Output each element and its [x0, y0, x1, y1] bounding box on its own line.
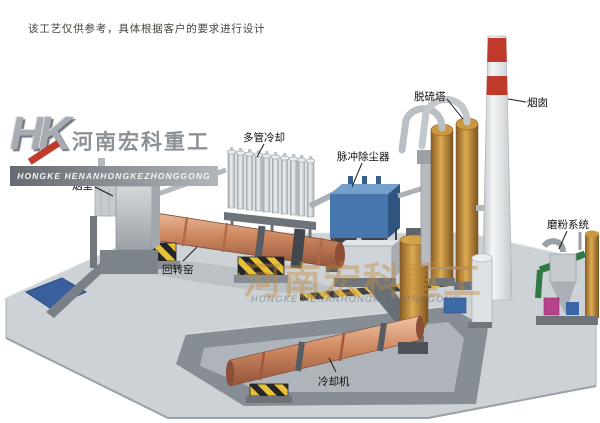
- leader-cooling-machine: [328, 357, 337, 373]
- logo-monogram: HK: [10, 107, 71, 159]
- grinding-tan-column: [585, 234, 599, 318]
- label-pulse-dust-collector: 脉冲除尘器: [337, 151, 390, 163]
- cooling-machine-unit: [226, 315, 428, 403]
- leader-pulse-dust-collector: [351, 162, 363, 188]
- leader-chimney: [507, 98, 527, 103]
- leader-desulfurization-tower: [446, 98, 464, 120]
- label-grinding-system: 磨粉系统: [547, 219, 589, 231]
- kiln-girth-gear: [290, 228, 306, 269]
- leader-multi-tube-cooler: [256, 143, 265, 158]
- label-cooling-machine: 冷却机: [318, 376, 350, 388]
- cooler-tube: [296, 154, 307, 217]
- id-fan-unit: [443, 297, 467, 314]
- cooler-tube: [288, 153, 299, 216]
- cooler-tube: [253, 149, 264, 212]
- cooler-tube: [279, 152, 290, 215]
- cooler-tube: [270, 151, 281, 214]
- grinding-cyclone: [549, 253, 577, 283]
- chimney-stack: [481, 35, 513, 301]
- grinding-magenta-unit: [543, 297, 560, 316]
- kiln-support-pier: [237, 256, 285, 276]
- access-ladder: [90, 216, 97, 268]
- cooler-tube: [226, 146, 237, 209]
- cooler-tube: [235, 147, 246, 210]
- company-logo: HK 河南宏科重工 HONGKE HENANHONGKEZHONGGONG: [10, 110, 220, 192]
- grinding-blue-motor: [566, 302, 579, 315]
- cooler-drive-base: [398, 342, 428, 354]
- smoke-chamber-box: [115, 185, 153, 251]
- disclaimer-text: 该工艺仅供参考，具体根据客户的要求进行设计: [28, 23, 266, 35]
- logo-company-name-en: HONGKE HENANHONGKEZHONGGONG: [10, 166, 218, 186]
- grinding-green-duct: [535, 269, 543, 299]
- auxiliary-silo: [468, 253, 493, 328]
- label-desulfurization-tower: 脱硫塔: [414, 91, 446, 103]
- leader-smoke-chamber: [94, 186, 114, 197]
- label-chimney: 烟囱: [527, 97, 548, 109]
- label-multi-tube-cooler: 多管冷却: [243, 132, 285, 144]
- leader-grinding-system: [558, 230, 568, 250]
- grinding-system-unit: [535, 230, 599, 325]
- label-rotary-kiln: 回转窑: [162, 264, 194, 276]
- cooler-tube: [244, 148, 255, 211]
- cooler-tube: [261, 150, 272, 213]
- cooler-support-pier: [249, 383, 289, 397]
- kiln-riding-ring: [254, 225, 266, 260]
- label-leader-lines: [94, 98, 568, 373]
- leader-rotary-kiln: [182, 246, 198, 262]
- cooler-tube: [305, 155, 316, 218]
- water-pool: [24, 277, 88, 309]
- logo-company-name-cn: 河南宏科重工: [72, 131, 210, 154]
